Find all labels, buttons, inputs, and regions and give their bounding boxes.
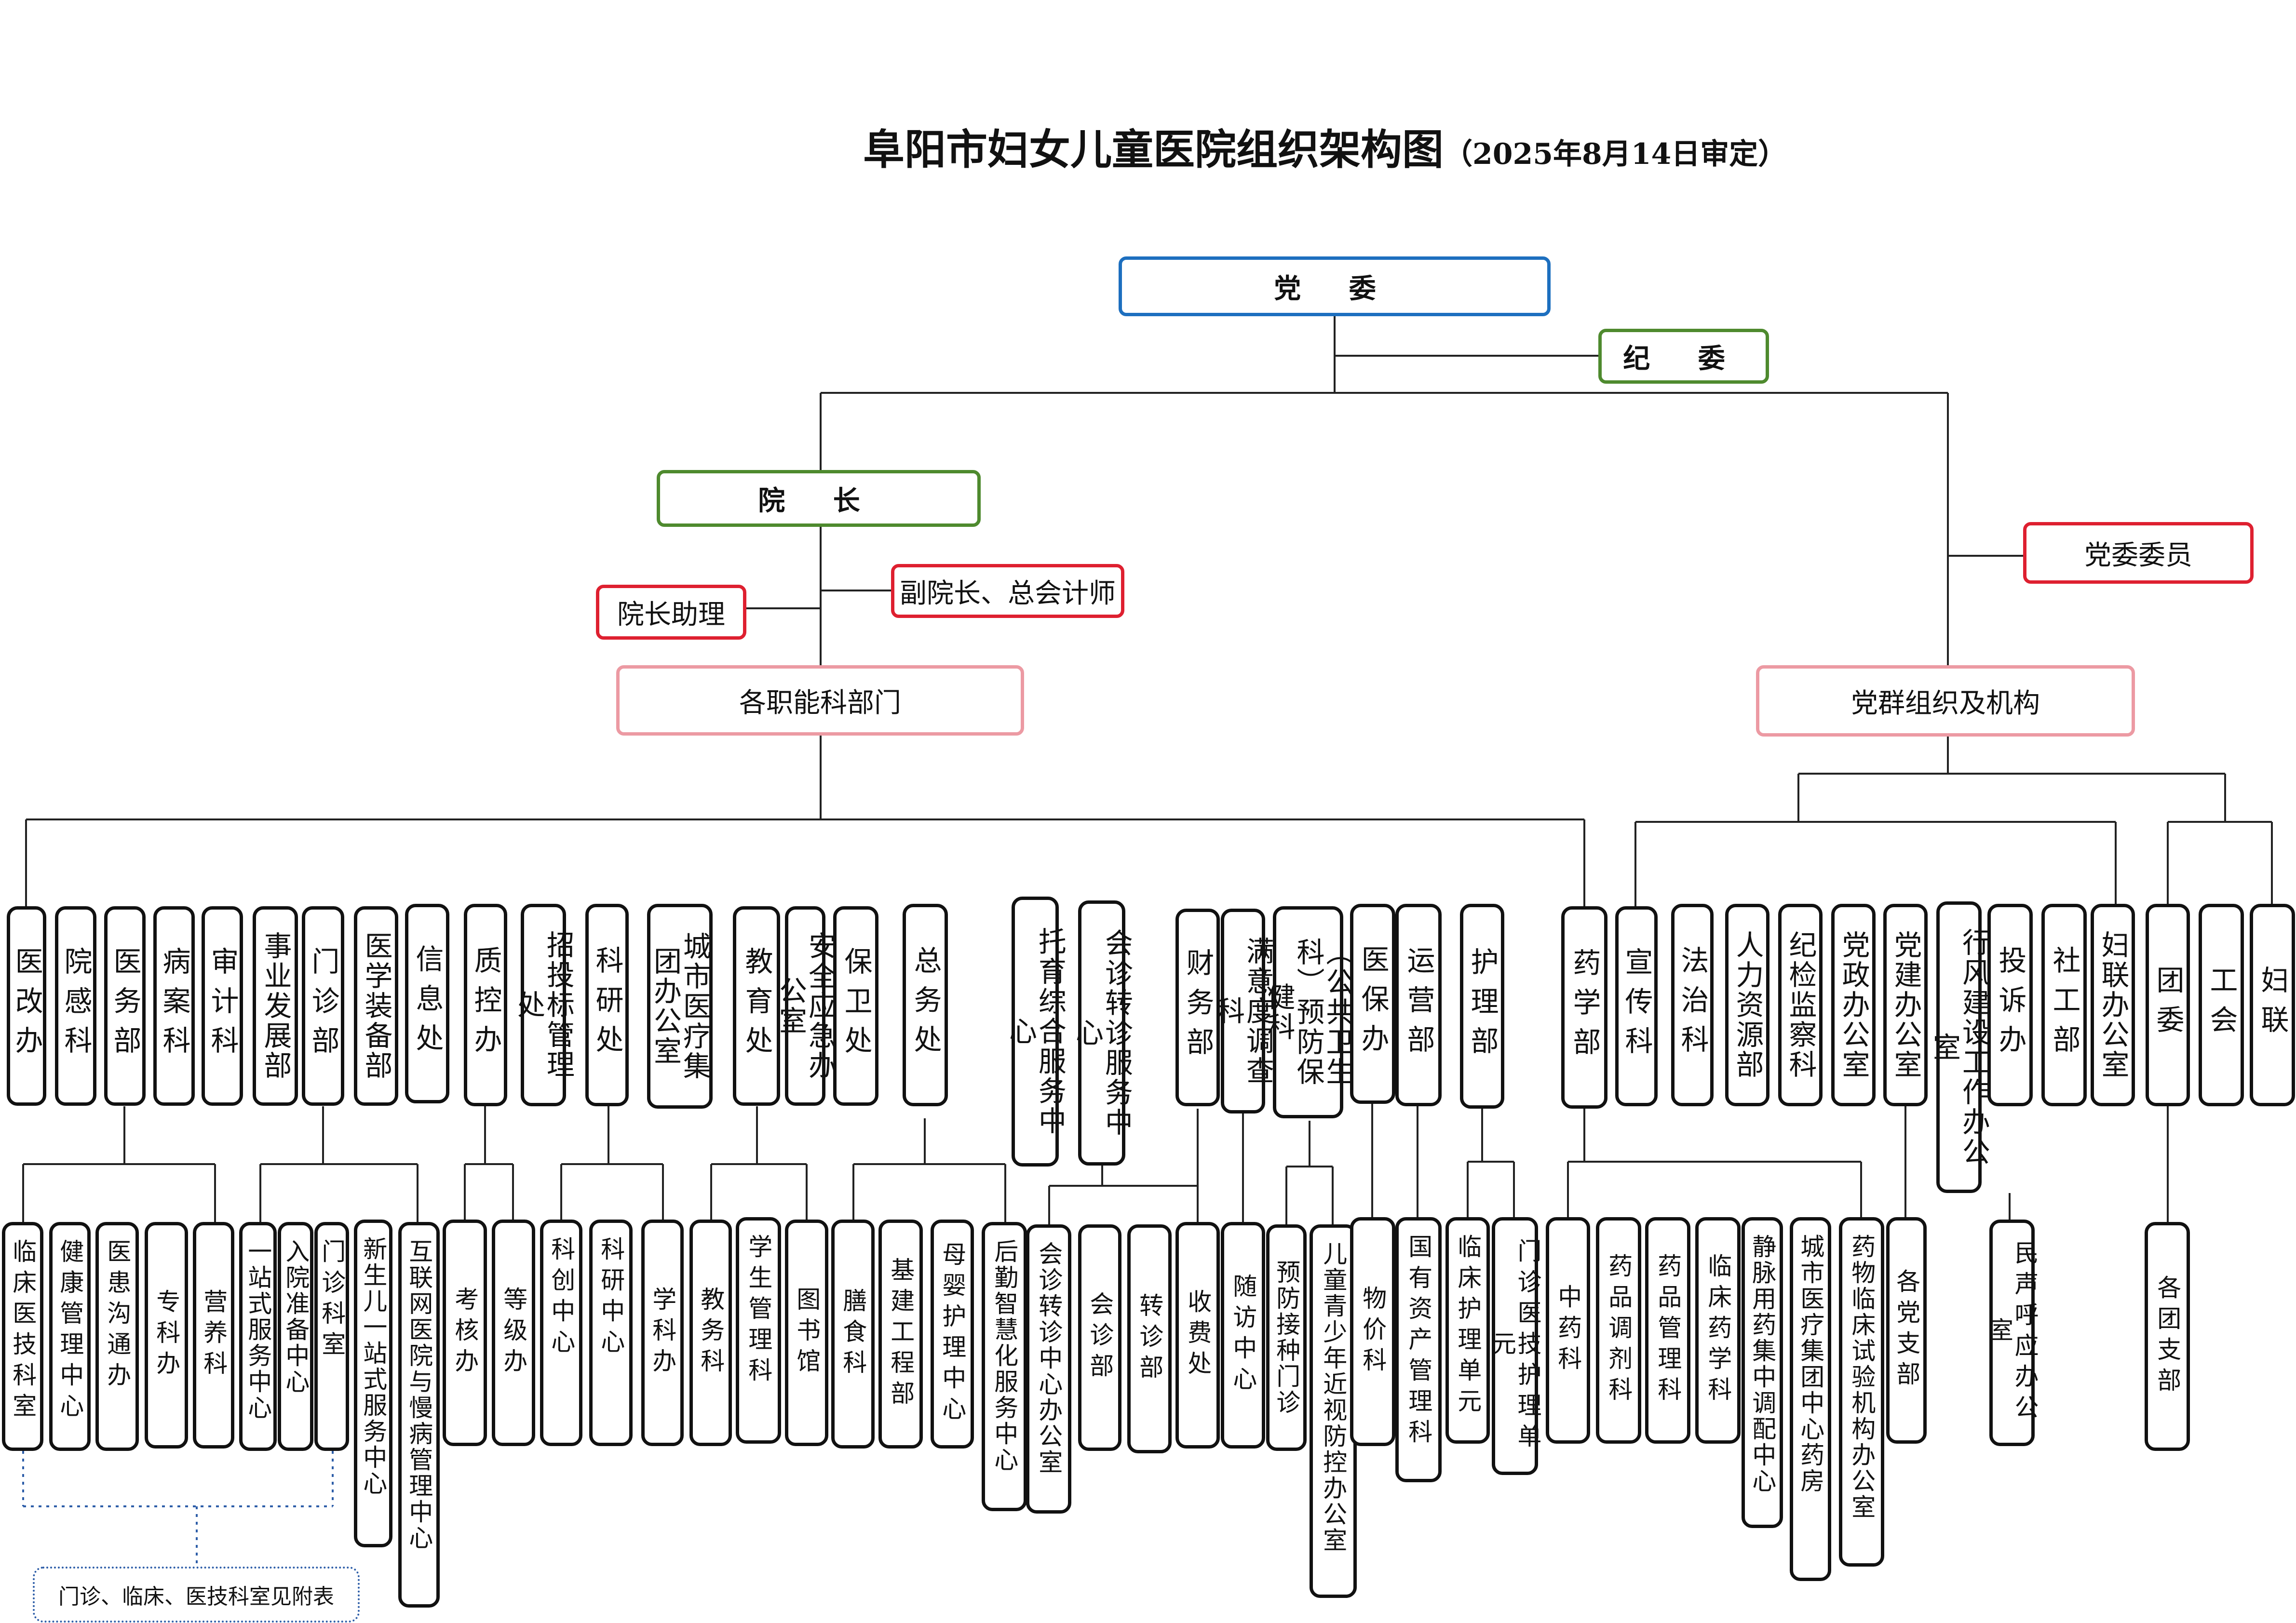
dept-box: 招投标管理处 (513, 904, 575, 1106)
subunit-box: 临床护理单元 (1445, 1217, 1490, 1444)
subunit-box: 静脉用药集中调配中心 (1742, 1217, 1783, 1528)
subunit-box: 专科办 (145, 1222, 188, 1449)
title-main: 阜阳市妇女儿童医院组织架构图 (863, 125, 1444, 174)
dept-box: 投诉办 (1987, 904, 2033, 1106)
dept-box: 宣传科 (1615, 906, 1658, 1106)
dept-box: 党政办公室 (1831, 904, 1876, 1106)
title-date: （2025年8月14日审定） (1444, 137, 1787, 171)
subunit-box: 考核办 (443, 1220, 487, 1446)
subunit-box: 互联网医院与慢病管理中心 (398, 1222, 440, 1608)
chart-title: 阜阳市妇女儿童医院组织架构图（2025年8月14日审定） (863, 116, 1787, 176)
subunit-box: 等级办 (492, 1220, 535, 1446)
subunit-box: 药品调剂科 (1596, 1217, 1641, 1444)
dept-box: 工会 (2199, 904, 2244, 1106)
dept-box: 医务部 (104, 906, 146, 1106)
subunit-box: 收费处 (1175, 1222, 1220, 1449)
subunit-box: 图书馆 (785, 1220, 828, 1446)
party-organizations-box: 党群组织及机构 (1756, 665, 2135, 737)
dept-box: 医改办 (7, 906, 46, 1106)
dept-box: 会诊转诊服务中心 (1071, 900, 1133, 1166)
subunit-box: 入院准备中心 (278, 1222, 313, 1451)
subunit-box: 后勤智慧化服务中心 (982, 1222, 1027, 1511)
subunit-box: 各团支部 (2145, 1222, 2190, 1451)
dept-box: 法治科 (1671, 904, 1714, 1106)
subunit-box: 会诊转诊中心办公室 (1026, 1224, 1071, 1514)
discipline-committee-box: 纪 委 (1598, 329, 1769, 384)
dept-box: 党建办公室 (1883, 904, 1928, 1106)
subunit-box: 学生管理科 (736, 1217, 781, 1444)
subunit-box: 新生儿一站式服务中心 (354, 1220, 392, 1547)
subunit-box: 健康管理中心 (49, 1222, 91, 1451)
party-member-box: 党委委员 (2023, 522, 2254, 584)
dept-box: 行风建设工作办公室 (1928, 901, 1990, 1193)
dept-box: 护理部 (1460, 904, 1504, 1109)
subunit-box: 随访中心 (1221, 1222, 1265, 1449)
subunit-box: 会诊部 (1078, 1224, 1121, 1451)
dept-box: 保卫处 (833, 906, 878, 1106)
subunit-box: 门诊医技护理单元 (1488, 1217, 1542, 1475)
dept-box: 信息处 (405, 904, 449, 1103)
subunit-box: 基建工程部 (878, 1220, 923, 1449)
dept-box: 医保办 (1350, 904, 1395, 1104)
dept-box: 纪检监察科 (1778, 904, 1823, 1106)
subunit-box: 门诊科室 (314, 1222, 349, 1451)
subunit-box: 药物临床试验机构办公室 (1839, 1217, 1884, 1567)
subunit-box: 药品管理科 (1645, 1217, 1690, 1444)
dept-box: 门诊部 (302, 906, 344, 1106)
subunit-box: 各党支部 (1886, 1217, 1927, 1444)
dept-box: 病案科 (153, 906, 195, 1106)
appendix-note: 门诊、临床、医技科室见附表 (33, 1567, 360, 1623)
dept-box: 妇联办公室 (2091, 904, 2135, 1106)
subunit-box: 儿童青少年近视防控办公室 (1310, 1224, 1357, 1598)
subunit-box: 教务科 (689, 1220, 732, 1446)
president-assistant-box: 院长助理 (596, 585, 746, 640)
subunit-box: 膳食科 (831, 1220, 875, 1449)
dept-box: 运营部 (1395, 904, 1442, 1106)
vice-president-box: 副院长、总会计师 (891, 564, 1124, 618)
subunit-box: 临床医技科室 (2, 1222, 43, 1451)
subunit-box: 学科办 (641, 1220, 684, 1446)
subunit-box: 转诊部 (1127, 1224, 1172, 1453)
subunit-box: 科创中心 (540, 1220, 582, 1446)
dept-box: 总务处 (903, 904, 948, 1106)
dept-box: 科研处 (585, 904, 629, 1106)
subunit-box: 科研中心 (589, 1220, 633, 1446)
dept-box: 托育综合服务中心 (1004, 897, 1067, 1167)
functional-departments-box: 各职能科部门 (616, 665, 1024, 736)
subunit-box: 母婴护理中心 (931, 1220, 974, 1449)
subunit-box: 预防接种门诊 (1266, 1224, 1307, 1451)
dept-box: 财务部 (1175, 909, 1220, 1106)
dept-box: 教育处 (733, 906, 780, 1106)
dept-box: 院感科 (55, 906, 96, 1106)
dept-box: 药学部 (1561, 906, 1607, 1109)
dept-box: 社工部 (2041, 904, 2087, 1106)
subunit-box: 医患沟通办 (95, 1222, 139, 1451)
dept-box: 团委 (2146, 904, 2190, 1106)
dept-box: （公共卫生科）预防保健科 (1263, 906, 1354, 1118)
subunit-box: 营养科 (193, 1222, 234, 1449)
president-box: 院 长 (657, 470, 981, 527)
subunit-box: 民声呼应办公室 (1985, 1220, 2039, 1446)
dept-box: 质控办 (464, 904, 507, 1106)
dept-box: 满意度调查科 (1212, 909, 1274, 1113)
subunit-box: 物价科 (1350, 1217, 1395, 1446)
dept-box: 妇联 (2250, 904, 2295, 1106)
dept-box: 安全应急办公室 (774, 906, 837, 1106)
dept-box: 人力资源部 (1725, 904, 1769, 1106)
party-committee-box: 党 委 (1119, 256, 1551, 316)
dept-box: 医学装备部 (354, 906, 398, 1106)
subunit-box: 国有资产管理科 (1395, 1217, 1442, 1482)
subunit-box: 城市医疗集团中心药房 (1790, 1217, 1831, 1581)
subunit-box: 中药科 (1546, 1217, 1590, 1444)
dept-box: 审计科 (202, 906, 243, 1106)
dept-box: 事业发展部 (253, 906, 298, 1106)
subunit-box: 临床药学科 (1695, 1217, 1741, 1444)
dept-box: 城市医疗集团办公室 (647, 904, 713, 1109)
subunit-box: 一站式服务中心 (239, 1222, 277, 1451)
